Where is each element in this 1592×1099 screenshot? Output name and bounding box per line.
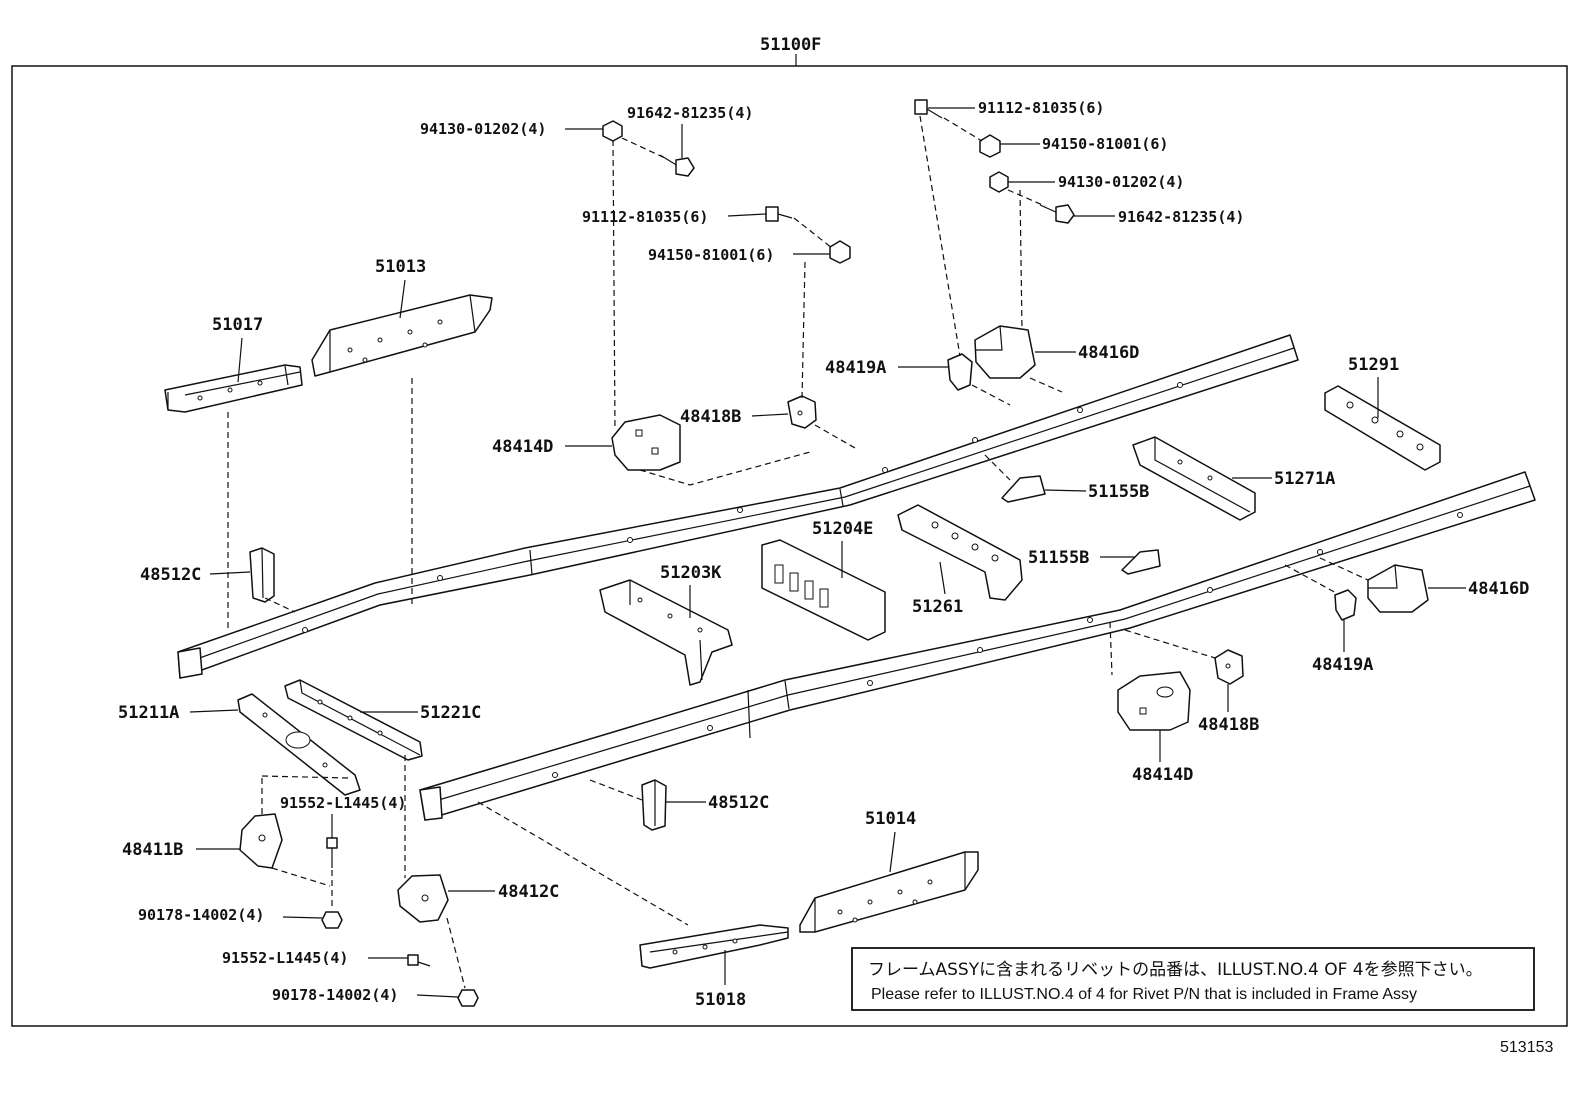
part-48512C-right[interactable] — [641, 779, 667, 831]
part-48414D-right[interactable] — [1117, 671, 1191, 731]
callout-91552-L1445-top[interactable]: 91552-L1445(4) — [280, 794, 406, 812]
part-48416D-top[interactable] — [974, 325, 1036, 379]
callout-91552-L1445-bot[interactable]: 91552-L1445(4) — [222, 949, 348, 967]
callout-51018[interactable]: 51018 — [695, 990, 746, 1010]
callout-51203K[interactable]: 51203K — [660, 563, 722, 583]
callout-48512C-right[interactable]: 48512C — [708, 793, 769, 813]
part-51013[interactable] — [311, 294, 493, 377]
left-side-rail — [177, 334, 1299, 679]
callout-94130-01202-left[interactable]: 94130-01202(4) — [420, 120, 546, 138]
nut-94150-81001-left[interactable] — [829, 240, 851, 264]
part-51221C[interactable] — [284, 679, 423, 761]
figure-reference-number: 513153 — [1500, 1039, 1553, 1056]
bolt-91552-L1445-top[interactable] — [326, 837, 338, 868]
callout-48414D-left[interactable]: 48414D — [492, 437, 553, 457]
callout-51017[interactable]: 51017 — [212, 315, 263, 335]
callout-90178-14002-bot[interactable]: 90178-14002(4) — [272, 986, 398, 1004]
part-48418B-top[interactable] — [787, 395, 817, 429]
part-48419A-right[interactable] — [1334, 589, 1357, 621]
callout-51155B-top[interactable]: 51155B — [1088, 482, 1149, 502]
part-48411B[interactable] — [239, 813, 283, 869]
callout-51261[interactable]: 51261 — [912, 597, 963, 617]
part-51018[interactable] — [639, 924, 789, 969]
callout-48418B-top[interactable]: 48418B — [680, 407, 741, 427]
callout-91642-81235-right[interactable]: 91642-81235(4) — [1118, 208, 1244, 226]
part-48416D-right[interactable] — [1367, 564, 1429, 613]
callout-51211A[interactable]: 51211A — [118, 703, 179, 723]
part-48412C[interactable] — [397, 874, 449, 923]
part-51155B-mid[interactable] — [1121, 549, 1161, 575]
callout-90178-14002-top[interactable]: 90178-14002(4) — [138, 906, 264, 924]
callout-48414D-right[interactable]: 48414D — [1132, 765, 1193, 785]
callout-51014[interactable]: 51014 — [865, 809, 916, 829]
callout-51155B-mid[interactable]: 51155B — [1028, 548, 1089, 568]
callout-51204E[interactable]: 51204E — [812, 519, 873, 539]
rivet-note-english: Please refer to ILLUST.NO.4 of 4 for Riv… — [871, 986, 1417, 1003]
callout-48412C[interactable]: 48412C — [498, 882, 559, 902]
callout-48419A-top[interactable]: 48419A — [825, 358, 886, 378]
right-side-rail — [419, 471, 1536, 821]
nut-94150-81001-right[interactable] — [979, 134, 1001, 158]
part-51291[interactable] — [1324, 385, 1441, 471]
bolt-91642-81235-left[interactable] — [659, 154, 695, 177]
part-48419A-top[interactable] — [947, 353, 973, 391]
callout-51013[interactable]: 51013 — [375, 257, 426, 277]
nut-90178-14002-top[interactable] — [321, 911, 343, 929]
part-51204E[interactable] — [761, 539, 886, 641]
part-48512C-left[interactable] — [249, 547, 275, 603]
callout-51221C[interactable]: 51221C — [420, 703, 481, 723]
callout-91112-81035-right[interactable]: 91112-81035(6) — [978, 99, 1104, 117]
part-51017[interactable] — [164, 364, 303, 413]
part-51203K[interactable] — [599, 579, 733, 686]
nut-94130-01202-left[interactable] — [602, 120, 623, 142]
bolt-91642-81235-right[interactable] — [1039, 204, 1075, 224]
callout-48411B[interactable]: 48411B — [122, 840, 183, 860]
callout-48419A-right[interactable]: 48419A — [1312, 655, 1373, 675]
part-51211A[interactable] — [237, 693, 361, 796]
rivet-note-japanese: フレームASSYに含まれるリベットの品番は、ILLUST.NO.4 OF 4を参… — [868, 960, 1483, 980]
part-51014[interactable] — [799, 851, 979, 933]
bolt-91552-L1445-bot[interactable] — [407, 954, 431, 967]
assembly-border — [11, 65, 1568, 1027]
part-51261[interactable] — [897, 504, 1023, 601]
rivet-note-box: フレームASSYに含まれるリベットの品番は、ILLUST.NO.4 OF 4を参… — [851, 947, 1535, 1011]
callout-91642-81235-left[interactable]: 91642-81235(4) — [627, 104, 753, 122]
part-48418B-right[interactable] — [1214, 649, 1244, 685]
callout-48512C-left[interactable]: 48512C — [140, 565, 201, 585]
callout-48416D-top[interactable]: 48416D — [1078, 343, 1139, 363]
callout-48418B-right[interactable]: 48418B — [1198, 715, 1259, 735]
callout-94150-81001-left[interactable]: 94150-81001(6) — [648, 246, 774, 264]
callout-51271A[interactable]: 51271A — [1274, 469, 1335, 489]
bolt-91112-81035-right[interactable] — [914, 99, 943, 119]
part-51271A[interactable] — [1132, 436, 1256, 521]
assembly-label[interactable]: 51100F — [760, 35, 821, 55]
callout-48416D-right[interactable]: 48416D — [1468, 579, 1529, 599]
nut-90178-14002-bot[interactable] — [457, 989, 479, 1007]
callout-51291[interactable]: 51291 — [1348, 355, 1399, 375]
part-51155B-top[interactable] — [1001, 475, 1046, 503]
part-48414D-left[interactable] — [611, 414, 681, 471]
bolt-91112-81035-left[interactable] — [765, 206, 793, 222]
callout-94130-01202-right[interactable]: 94130-01202(4) — [1058, 173, 1184, 191]
nut-94130-01202-right[interactable] — [989, 171, 1009, 193]
callout-94150-81001-right[interactable]: 94150-81001(6) — [1042, 135, 1168, 153]
assembly-guide-lines — [227, 115, 1369, 989]
callout-91112-81035-left[interactable]: 91112-81035(6) — [582, 208, 708, 226]
